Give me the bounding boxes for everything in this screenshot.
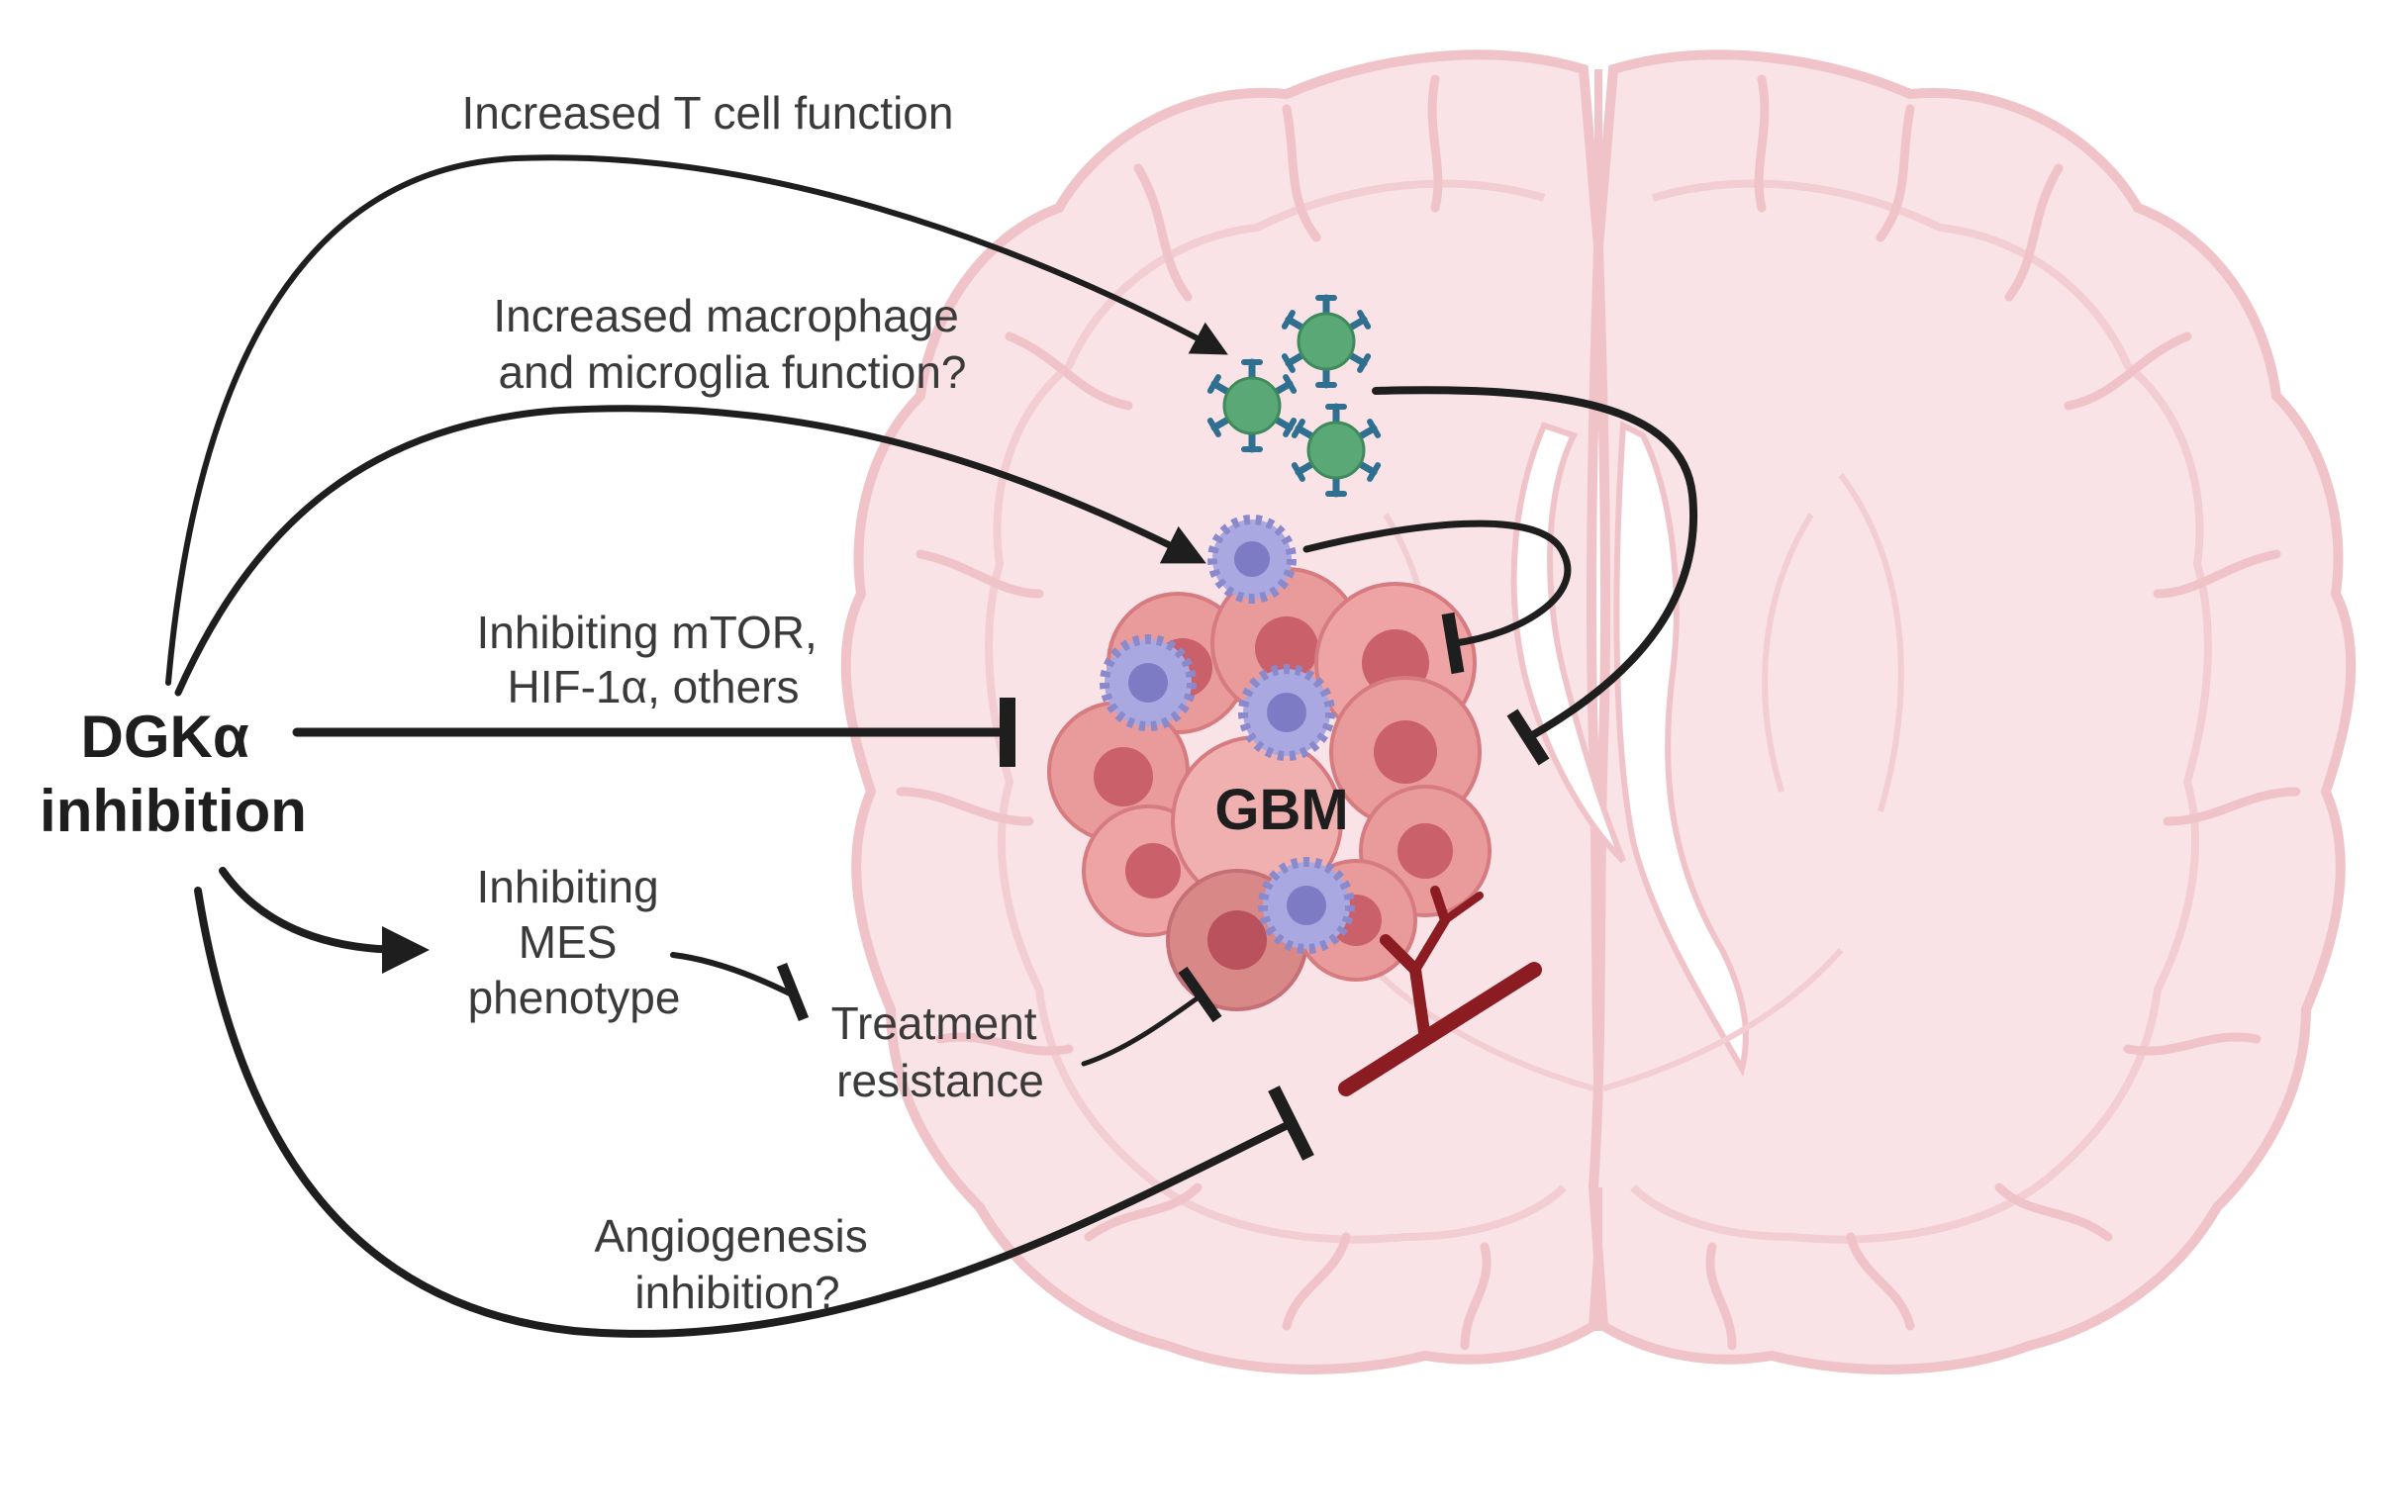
label-angiogenesis: Angiogenesis inhibition? <box>595 1210 881 1318</box>
t-cell <box>1295 407 1378 494</box>
label-mes: Inhibiting MES phenotype <box>468 861 681 1023</box>
label-macrophage: Increased macrophage and microglia funct… <box>493 290 971 398</box>
blood-vessel <box>1338 886 1542 1096</box>
t-cell-cluster <box>1210 298 1378 494</box>
gbm-tumor: GBM <box>1047 567 1492 1011</box>
inhibit-mes-resistance <box>670 952 795 997</box>
label-mtor: Inhibiting mTOR, HIF-1α, others <box>476 607 829 712</box>
label-resistance: Treatment resistance <box>831 997 1050 1106</box>
tumor-label: GBM <box>1214 778 1348 842</box>
ventricle-right <box>1613 421 1749 1077</box>
arrow-tcell <box>165 154 1228 686</box>
brain-illustration <box>840 49 2357 1374</box>
macrophage-cell <box>1207 515 1297 604</box>
arrow-macrophage <box>174 405 1206 697</box>
inhibit-angiogenesis <box>194 887 1296 1338</box>
t-cell <box>1210 362 1294 449</box>
label-tcell: Increased T cell function <box>462 87 954 139</box>
arrow-mes <box>219 867 430 974</box>
macrophage-cell <box>1258 857 1355 954</box>
t-cell <box>1285 298 1368 385</box>
macrophage-cell <box>1238 664 1335 761</box>
inhibit-macrophage-gbm <box>1302 520 1572 647</box>
macrophage-cell <box>1100 634 1197 731</box>
source-label: DGKα inhibition <box>40 704 307 844</box>
inhibit-tcell-gbm <box>1372 386 1697 741</box>
right-hemisphere <box>1588 49 2357 1374</box>
connectors <box>165 154 1697 1338</box>
inhibit-resistance <box>1081 992 1205 1067</box>
